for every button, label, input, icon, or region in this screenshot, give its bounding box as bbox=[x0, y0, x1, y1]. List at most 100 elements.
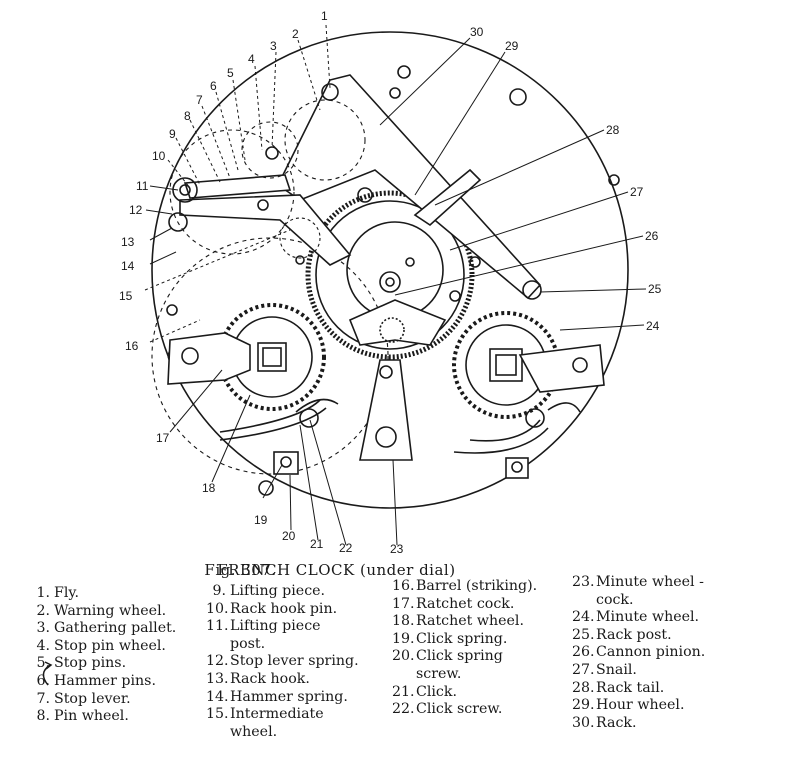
legend-item: 26.Cannon pinion. bbox=[572, 644, 705, 662]
stop-lever bbox=[183, 174, 292, 199]
legend-label: Ratchet wheel. bbox=[416, 613, 524, 630]
legend-number: 2. bbox=[36, 602, 50, 619]
legend-column-4: 23.Minute wheel -cock.24.Minute wheel.25… bbox=[572, 574, 705, 732]
callout-30: 30 bbox=[470, 25, 484, 39]
legend-label: Stop pin wheel. bbox=[54, 637, 166, 654]
legend-number: 1. bbox=[36, 585, 50, 601]
legend-label: Snail. bbox=[596, 661, 637, 678]
legend-number: 15. bbox=[206, 706, 229, 723]
pin-wheel bbox=[169, 129, 295, 255]
legend-label: Lifting piece. bbox=[230, 583, 326, 599]
legend-number: 29. bbox=[572, 697, 595, 714]
legend-label-continued: post. bbox=[230, 635, 266, 652]
callout-1: 1 bbox=[321, 9, 328, 23]
legend-number: 13. bbox=[206, 670, 229, 687]
legend-label: Rack tail. bbox=[596, 679, 665, 696]
legend-item: 15.Intermediate bbox=[206, 706, 359, 724]
callout-26: 26 bbox=[645, 229, 659, 243]
rack-tail bbox=[413, 168, 482, 227]
legend-number: 28. bbox=[572, 679, 595, 696]
callout-10: 10 bbox=[152, 149, 166, 163]
legend-number: 8. bbox=[36, 708, 50, 725]
legend-label-continued: screw. bbox=[416, 665, 462, 682]
legend-item: 17.Ratchet cock. bbox=[392, 596, 537, 614]
legend-item: 1.Fly. bbox=[30, 585, 176, 603]
legend-item: 24.Minute wheel. bbox=[572, 609, 705, 627]
figure-caption: Fig. 307. FRENCH CLOCK (under dial) bbox=[0, 561, 800, 579]
striking-barrel bbox=[151, 237, 389, 475]
legend-item: 16.Barrel (striking). bbox=[392, 578, 537, 596]
legend-number: 25. bbox=[572, 626, 595, 643]
callout-25: 25 bbox=[648, 282, 662, 296]
legend-item: 28.Rack tail. bbox=[572, 680, 705, 698]
legend-number: 11. bbox=[206, 618, 229, 635]
callout-11: 11 bbox=[136, 179, 149, 193]
legend-number: 12. bbox=[206, 653, 229, 670]
callout-18: 18 bbox=[202, 481, 216, 495]
legend-item: 11.Lifting piece bbox=[206, 618, 359, 636]
legend-number: 22. bbox=[392, 701, 415, 718]
legend-label: Click spring. bbox=[416, 630, 508, 647]
legend-label: Gathering pallet. bbox=[54, 620, 177, 637]
legend-item: 20.Click spring bbox=[392, 648, 537, 666]
legend-item: 9.Lifting piece. bbox=[206, 583, 359, 601]
callout-20: 20 bbox=[282, 529, 296, 543]
callout-17: 17 bbox=[156, 431, 170, 445]
legend-column-1: 1.Fly.2.Warning wheel.3.Gathering pallet… bbox=[30, 585, 176, 726]
minute-wheel-cock bbox=[359, 359, 413, 461]
callout-3: 3 bbox=[270, 39, 277, 53]
callout-24: 24 bbox=[646, 319, 660, 333]
legend-label: Barrel (striking). bbox=[416, 578, 538, 594]
legend-number: 30. bbox=[572, 714, 595, 731]
legend-number: 10. bbox=[206, 600, 229, 617]
legend-label: Lifting piece bbox=[230, 618, 321, 635]
legend-number: 7. bbox=[36, 690, 50, 707]
legend-item: 3.Gathering pallet. bbox=[30, 620, 176, 638]
legend-item: 7.Stop lever. bbox=[30, 691, 176, 709]
callout-27: 27 bbox=[630, 185, 644, 199]
callout-9: 9 bbox=[169, 127, 176, 141]
callout-28: 28 bbox=[606, 123, 620, 137]
legend-item: 5.Stop pins. bbox=[30, 655, 176, 673]
legend-item: 14.Hammer spring. bbox=[206, 689, 359, 707]
legend-number: 9. bbox=[212, 583, 226, 599]
legend-item: 29.Hour wheel. bbox=[572, 697, 705, 715]
legend-label: Rack. bbox=[596, 714, 637, 731]
legend-item: 19.Click spring. bbox=[392, 631, 537, 649]
legend-label: Rack post. bbox=[596, 626, 672, 643]
legend-label: Pin wheel. bbox=[54, 708, 129, 725]
lifting-piece bbox=[179, 194, 352, 266]
legend-number: 5. bbox=[36, 655, 50, 672]
legend-item: 2.Warning wheel. bbox=[30, 603, 176, 621]
legend-item: 12.Stop lever spring. bbox=[206, 653, 359, 671]
callout-16: 16 bbox=[125, 339, 139, 353]
legend-number: 21. bbox=[392, 683, 415, 700]
callout-2: 2 bbox=[292, 27, 299, 41]
legend-item: 6.Hammer pins. bbox=[30, 673, 176, 691]
plate bbox=[151, 31, 629, 509]
callout-29: 29 bbox=[505, 39, 519, 53]
legend-number: 27. bbox=[572, 661, 595, 678]
callout-19: 19 bbox=[254, 513, 268, 527]
clock-movement-diagram: 1 2 3 4 5 6 7 8 9 10 11 12 13 14 15 16 1… bbox=[119, 9, 662, 556]
legend-number: 4. bbox=[36, 637, 50, 654]
curved-arrow-icon bbox=[42, 661, 53, 686]
legend-column-3: 16.Barrel (striking).17.Ratchet cock.18.… bbox=[392, 578, 537, 719]
legend-label: Minute wheel. bbox=[596, 609, 700, 626]
legend-number: 26. bbox=[572, 644, 595, 661]
legend-item: 10.Rack hook pin. bbox=[206, 601, 359, 619]
legend-label: Ratchet cock. bbox=[416, 595, 515, 612]
legend-number: 24. bbox=[572, 609, 595, 626]
minute-wheel-large bbox=[305, 190, 475, 360]
legend-label: Hour wheel. bbox=[596, 697, 685, 714]
callout-23: 23 bbox=[390, 542, 404, 556]
callout-5: 5 bbox=[227, 66, 234, 80]
legend-label: Rack hook pin. bbox=[230, 600, 338, 617]
callout-22: 22 bbox=[339, 541, 353, 555]
legend-label: Stop pins. bbox=[54, 655, 127, 672]
legend-item: 22.Click screw. bbox=[392, 701, 537, 719]
intermediate-wheel bbox=[279, 217, 321, 259]
legend-item: 27.Snail. bbox=[572, 662, 705, 680]
callout-8: 8 bbox=[184, 109, 191, 123]
callout-14: 14 bbox=[121, 259, 135, 273]
